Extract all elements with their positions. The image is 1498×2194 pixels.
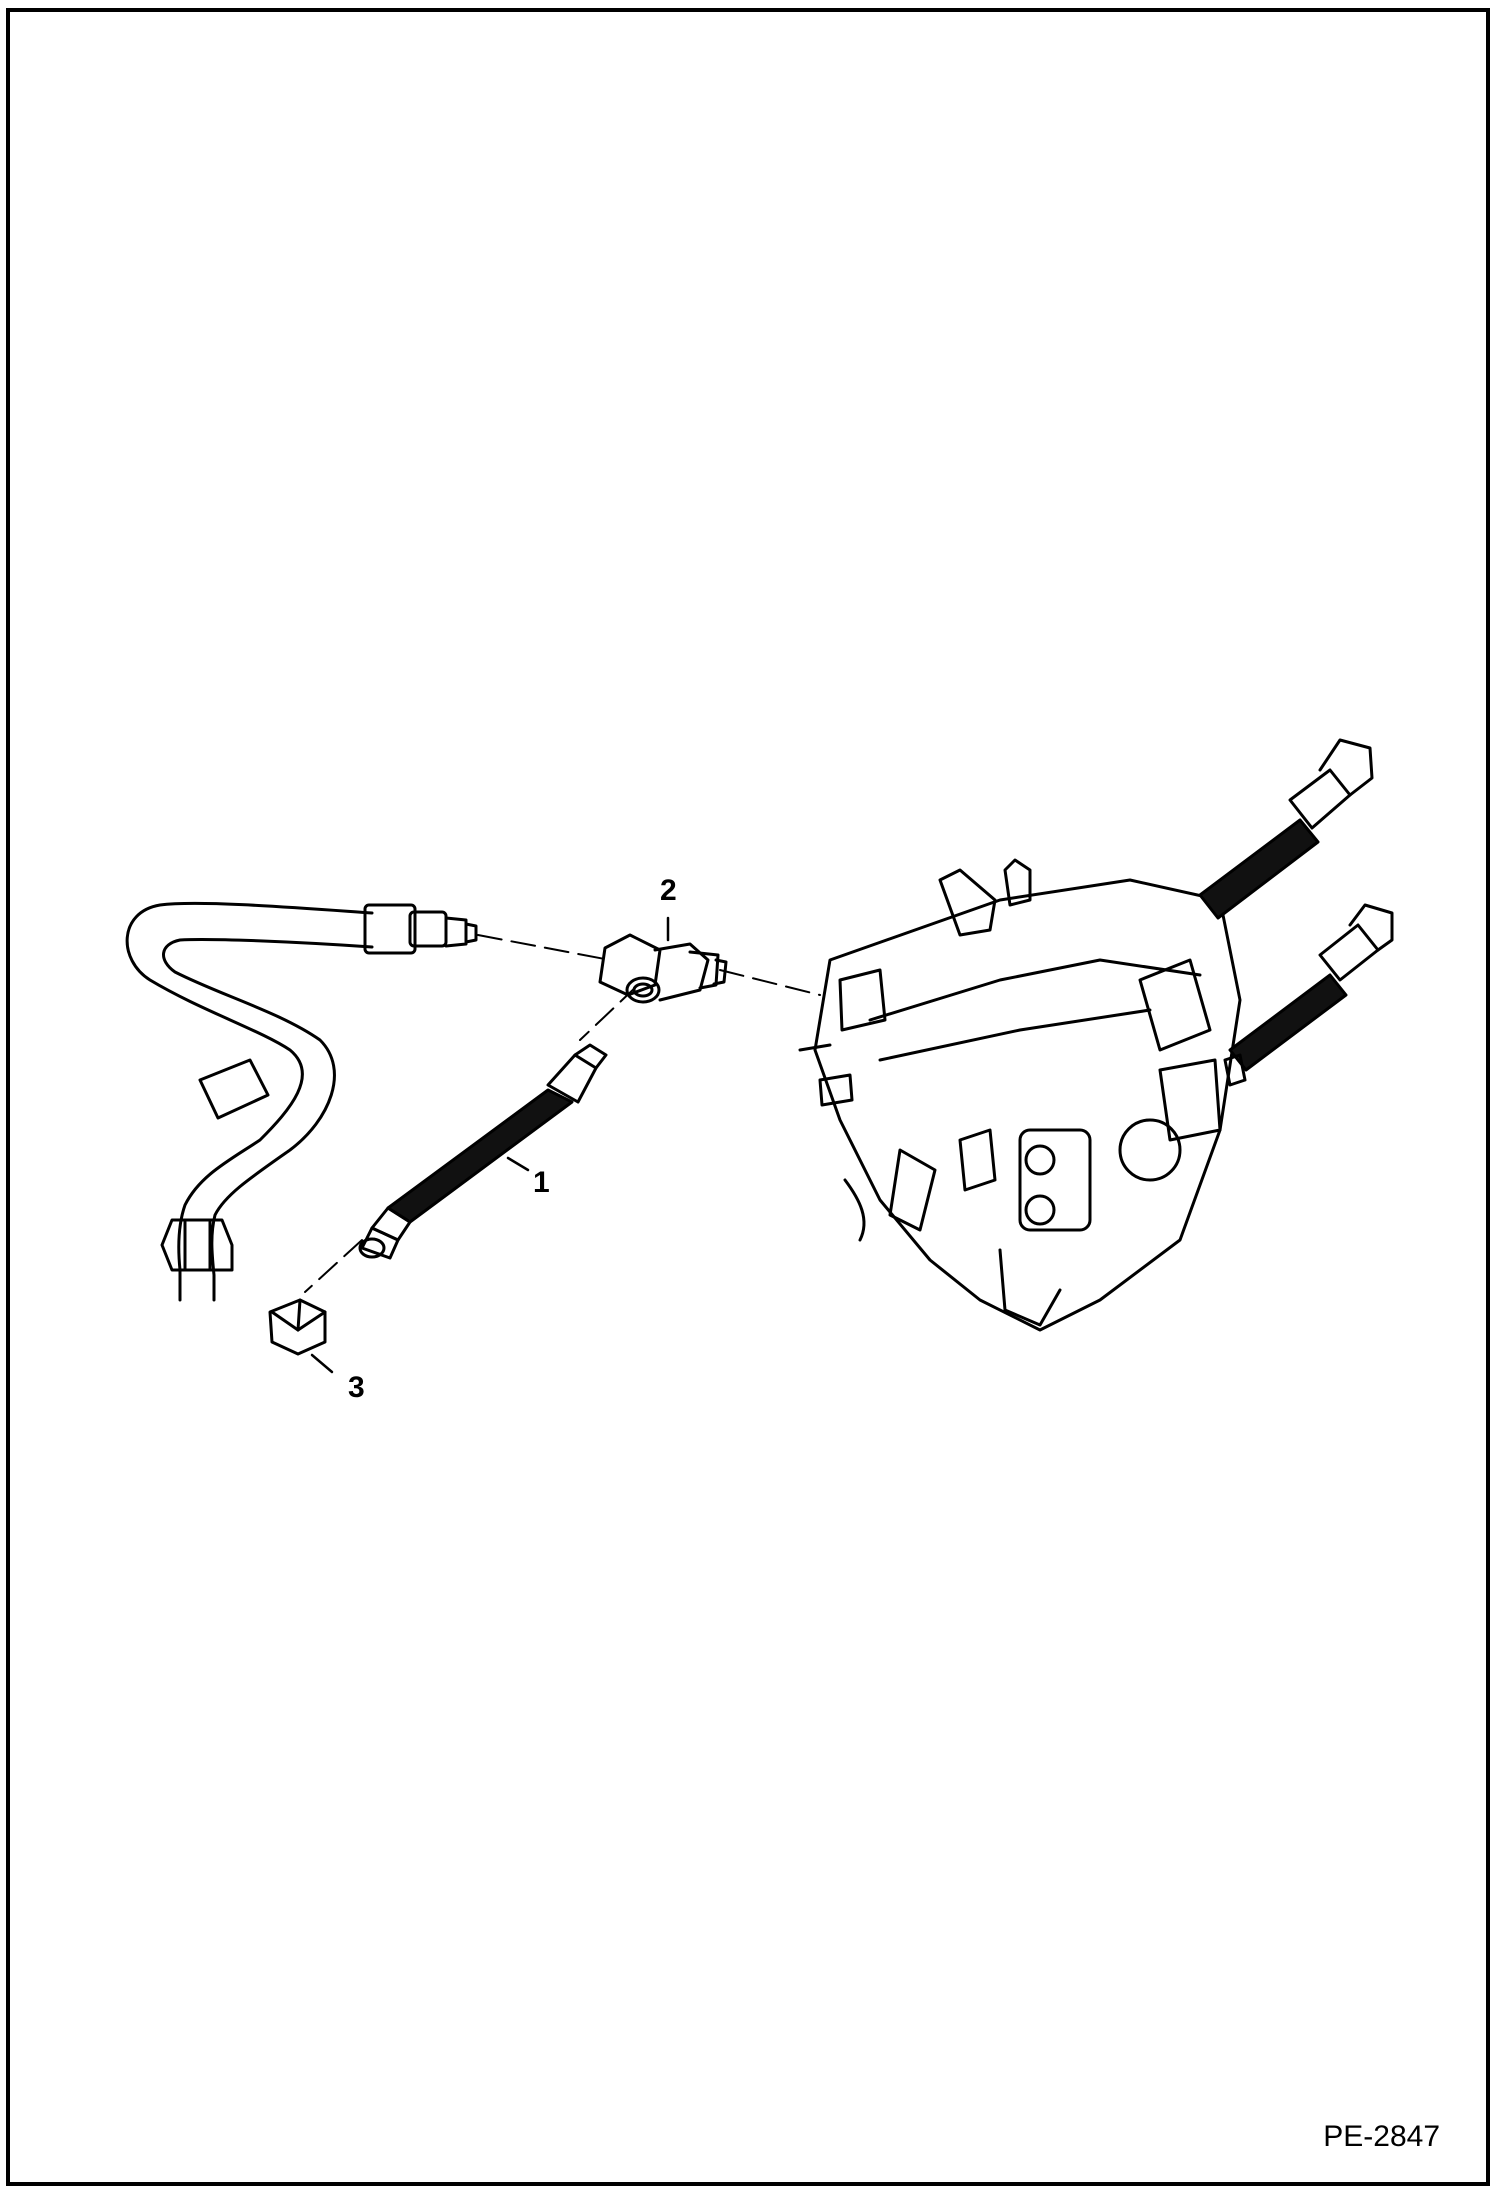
hex-nut [268,1298,327,1356]
callout-3: 3 [348,1371,365,1404]
drawing-frame [6,8,1490,2186]
hose-assembly [358,1043,608,1260]
callout-leaders [310,916,670,1374]
drawing-number: PE-2847 [1323,2120,1440,2153]
control-valve-assembly [798,738,1394,1332]
assembly-leader-lines [304,934,821,1293]
callout-1: 1 [533,1166,550,1199]
callout-2: 2 [660,874,677,907]
bent-hose-line [125,901,478,1302]
tee-fitting [598,933,728,1004]
